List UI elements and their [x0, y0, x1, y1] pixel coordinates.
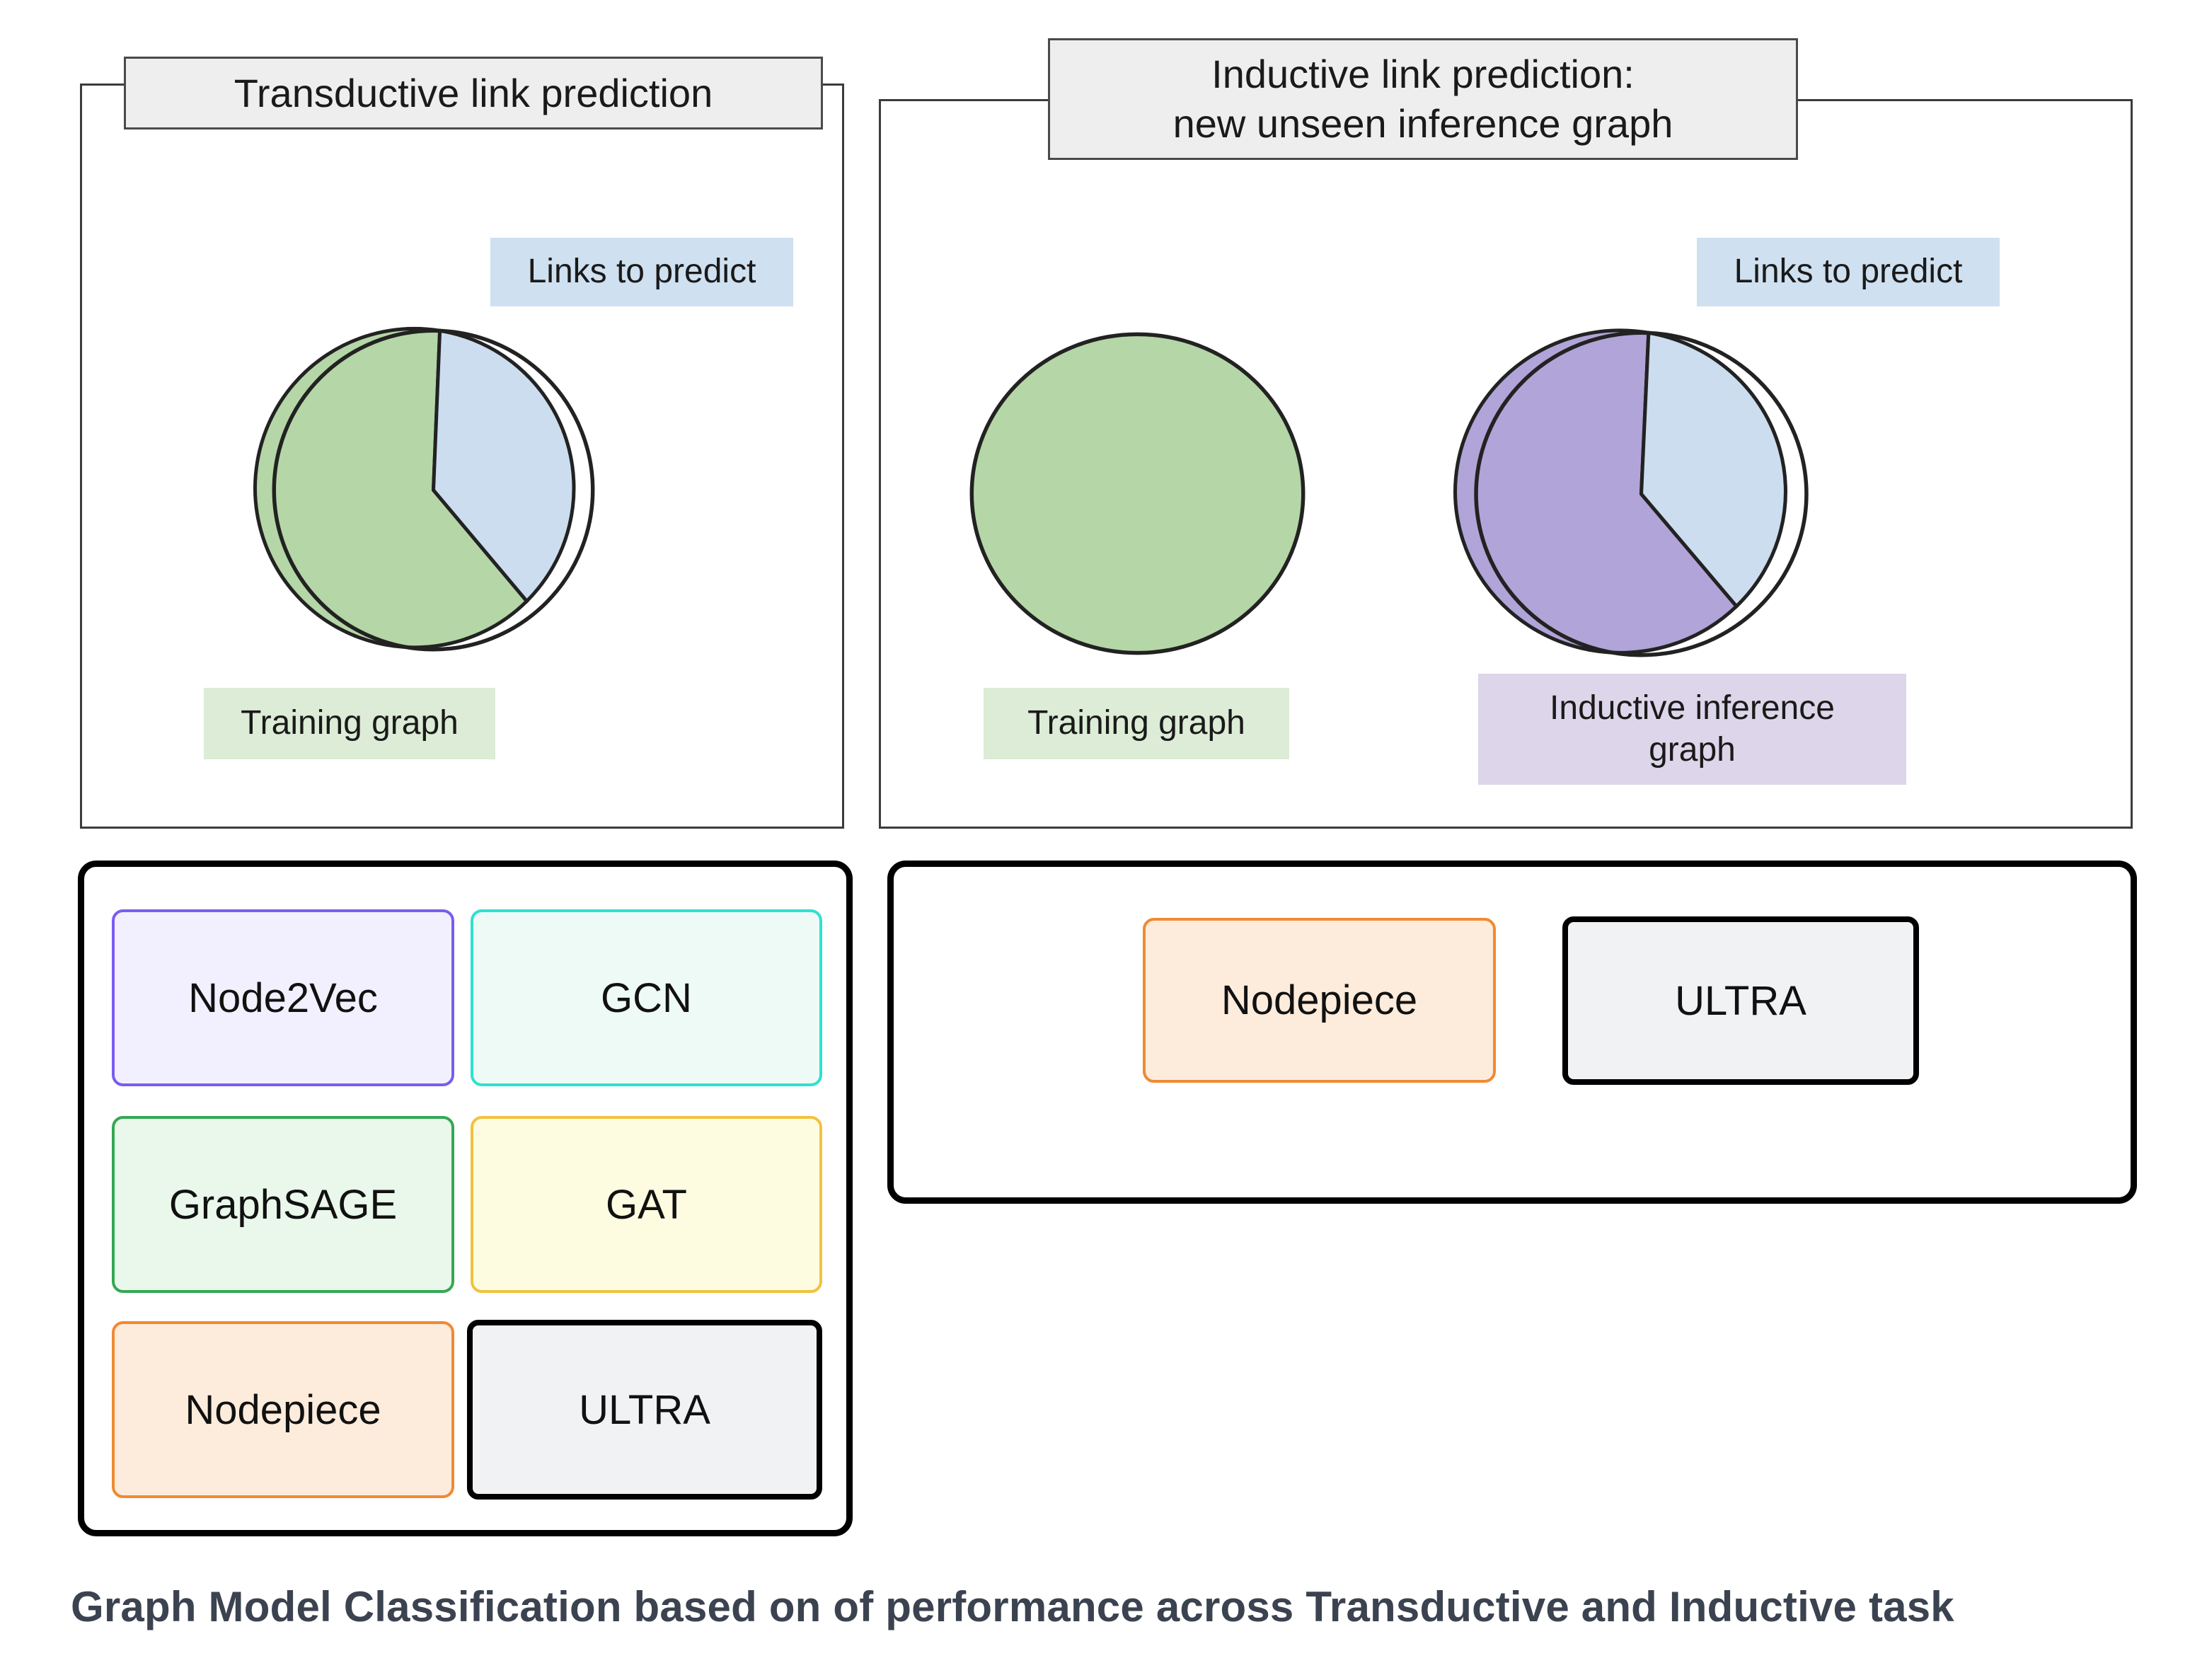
model-card-ultra-transductive[interactable]: ULTRA — [467, 1320, 822, 1500]
inductive-training-graph-circle — [969, 332, 1306, 655]
circle-training-graph — [969, 332, 1306, 655]
inductive-links-to-predict-chip: Links to predict — [1697, 238, 2000, 306]
model-card-label: GAT — [606, 1181, 687, 1228]
pie-slice-inference-graph — [1453, 328, 1739, 655]
model-card-node2vec[interactable]: Node2Vec — [112, 909, 454, 1086]
inductive-inference-graph-chip: Inductive inference graph — [1478, 674, 1906, 785]
model-card-gcn[interactable]: GCN — [471, 909, 822, 1086]
model-card-graphsage[interactable]: GraphSAGE — [112, 1116, 454, 1293]
model-card-nodepiece-transductive[interactable]: Nodepiece — [112, 1321, 454, 1498]
pie-outline — [1474, 330, 1809, 657]
figure-caption: Graph Model Classification based on of p… — [71, 1583, 1954, 1630]
model-card-label: ULTRA — [1675, 977, 1806, 1024]
model-card-label: GraphSAGE — [168, 1181, 398, 1228]
model-card-label: Nodepiece — [185, 1386, 381, 1433]
pie-slice-links-to-predict — [1639, 330, 1788, 609]
transductive-links-to-predict-chip: Links to predict — [490, 238, 793, 306]
pie-slice-training-graph — [253, 326, 529, 650]
model-card-label: Nodepiece — [1221, 977, 1418, 1023]
inductive-models-panel — [887, 861, 2137, 1204]
inductive-training-graph-chip: Training graph — [984, 688, 1289, 759]
inductive-panel-title: Inductive link prediction: new unseen in… — [1048, 38, 1798, 160]
model-card-nodepiece-inductive[interactable]: Nodepiece — [1143, 918, 1496, 1083]
model-card-label: GCN — [601, 974, 692, 1021]
pie-slice-links-to-predict — [431, 328, 576, 604]
transductive-panel-title: Transductive link prediction — [124, 57, 823, 130]
pie-outline — [272, 328, 595, 652]
transductive-graph-circle — [253, 326, 595, 652]
inductive-training-circle-svg — [969, 332, 1306, 655]
inductive-inference-graph-circle — [1453, 328, 1809, 657]
model-card-label: ULTRA — [579, 1386, 710, 1433]
model-card-gat[interactable]: GAT — [471, 1116, 822, 1293]
transductive-training-graph-chip: Training graph — [204, 688, 495, 759]
model-card-ultra-inductive[interactable]: ULTRA — [1562, 916, 1919, 1085]
transductive-pie-svg — [253, 326, 595, 652]
model-card-label: Node2Vec — [188, 974, 378, 1021]
inductive-inference-pie-svg — [1453, 328, 1809, 657]
